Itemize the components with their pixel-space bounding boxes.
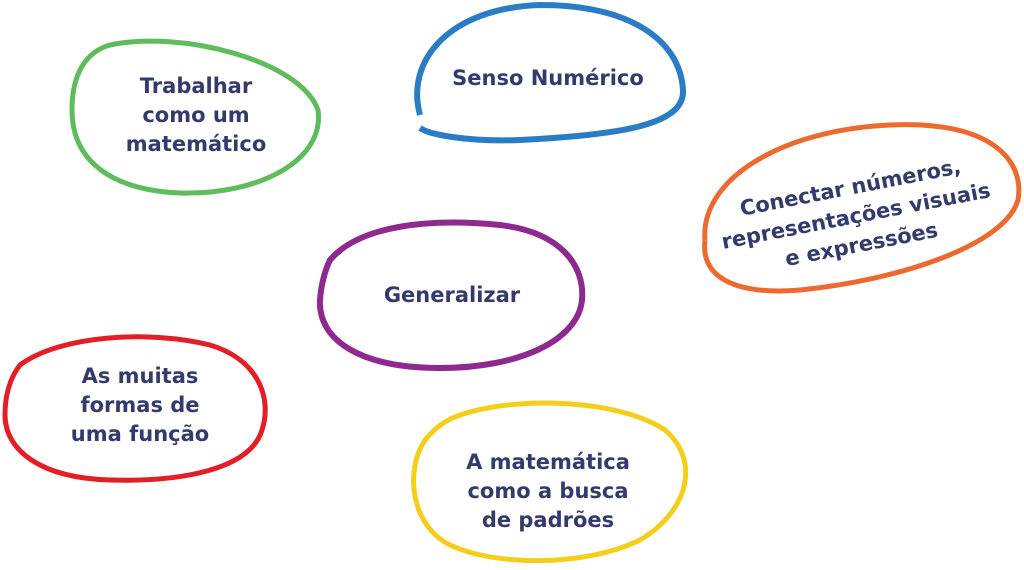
node-line: como um [142,103,250,127]
node-line: de padrões [481,508,615,532]
purple-loop [316,219,586,372]
green-loop [69,38,321,196]
orange-loop [702,122,1022,294]
node-line: Senso Numérico [452,66,644,90]
node-padroes: A matemática como a busca de padrões [448,448,648,535]
node-line: como a busca [467,479,629,503]
node-senso-numerico: Senso Numérico [430,64,666,93]
node-line: A matemática [466,450,630,474]
node-funcoes: As muitas formas de uma função [50,362,230,449]
blue-loop [414,1,687,144]
node-trabalhar: Trabalhar como um matemático [106,72,286,159]
node-line: As muitas [81,364,199,388]
node-line: formas de [80,393,200,417]
node-generalizar: Generalizar [360,281,544,310]
node-line: uma função [70,422,210,446]
node-line: Trabalhar [139,74,253,98]
yellow-loop [411,400,689,564]
node-line: matemático [125,132,267,156]
node-line: Generalizar [383,283,521,307]
red-loop [2,334,268,483]
